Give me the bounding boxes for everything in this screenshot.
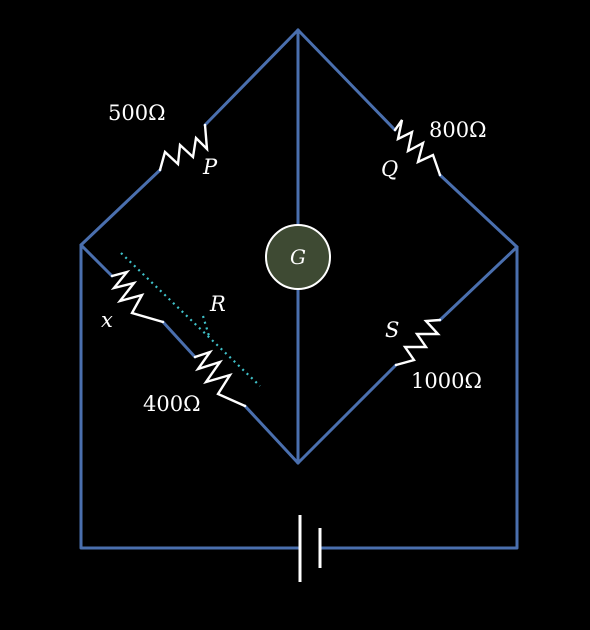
resistor-x-name: x [101, 308, 113, 332]
wire-top-to-p [203, 28, 300, 127]
resistor-r-value: 400Ω [143, 392, 201, 416]
wire-left-node-to-x [79, 243, 114, 278]
wire-top-to-q [296, 28, 397, 132]
resistor-q-value: 800Ω [429, 118, 487, 142]
galvanometer: G [265, 224, 331, 290]
resistor-p-icon [158, 123, 209, 172]
circuit-wires [79, 28, 519, 550]
resistor-x-icon [110, 269, 165, 324]
wire-q-to-right-node [438, 173, 519, 249]
resistor-s-name: S [385, 318, 399, 342]
resistor-r-name: R [209, 292, 226, 316]
galvanometer-label: G [290, 245, 306, 269]
resistor-p-name: P [202, 155, 218, 179]
wire-left-battery-loop [79, 243, 302, 550]
rheostat-slider-line [120, 252, 261, 387]
battery-icon [298, 515, 322, 582]
resistor-q-icon [393, 119, 442, 177]
resistor-s-icon [394, 318, 442, 367]
resistor-p-value: 500Ω [108, 101, 166, 125]
wire-s-to-bottom [296, 363, 398, 465]
wire-right-node-to-s [438, 245, 519, 322]
wire-right-battery-loop [318, 245, 519, 550]
wire-x-to-r [161, 320, 197, 359]
wire-p-to-left-node [79, 168, 162, 247]
resistor-s-value: 1000Ω [411, 369, 482, 393]
resistor-q-name: Q [381, 157, 398, 181]
resistor-r-icon [193, 349, 247, 408]
wire-r-to-bottom [243, 404, 300, 465]
